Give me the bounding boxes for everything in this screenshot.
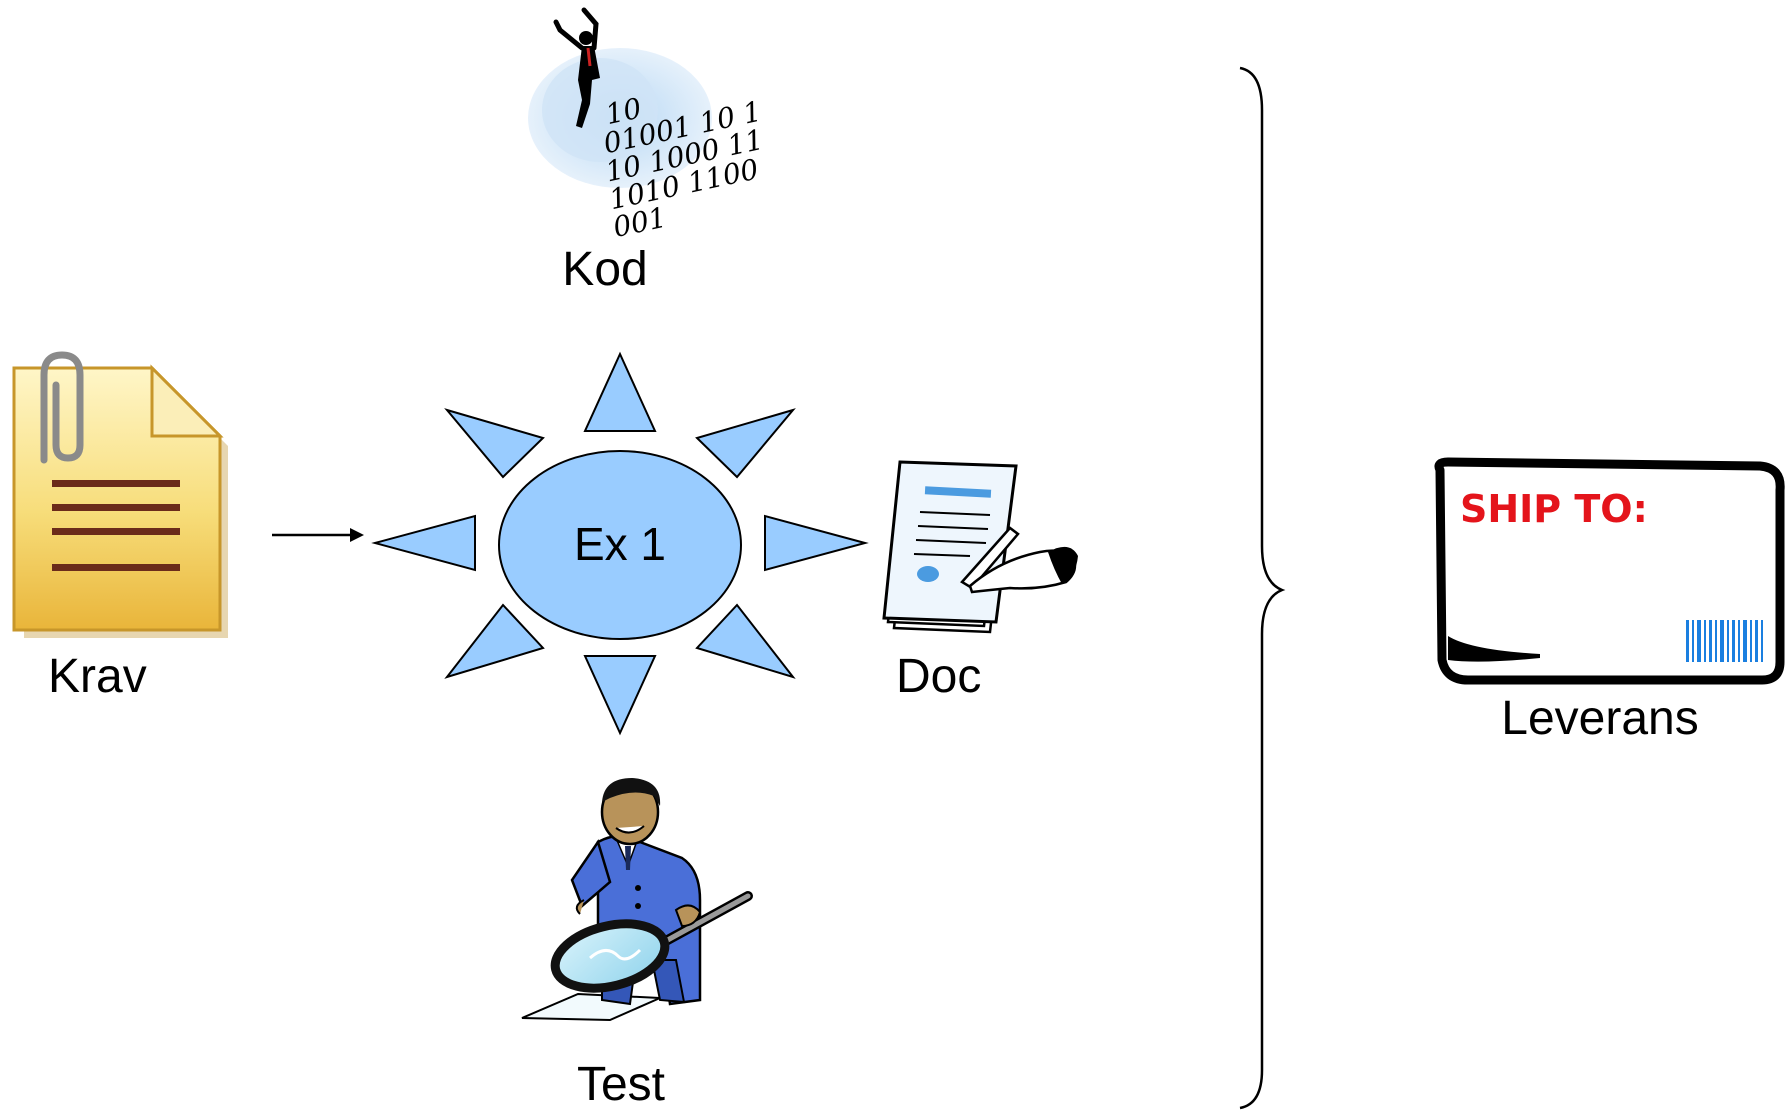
pen-icon bbox=[960, 526, 1020, 590]
ship-to-label: SHIP TO: bbox=[1460, 487, 1648, 531]
paperclip-icon bbox=[40, 351, 84, 464]
input-arrow bbox=[272, 528, 364, 542]
test-label: Test bbox=[577, 1058, 665, 1111]
shipping-label-icon: SHIP TO: bbox=[1434, 457, 1785, 685]
sun-ray-bottom bbox=[583, 655, 657, 736]
requirements-label: Krav bbox=[48, 650, 147, 703]
code-label: Kod bbox=[562, 243, 647, 296]
center-label: Ex 1 bbox=[574, 518, 666, 570]
center-ellipse bbox=[498, 450, 742, 640]
sun-ray-top-right bbox=[695, 408, 796, 479]
iteration-sun bbox=[371, 351, 869, 736]
magnifier-icon bbox=[550, 919, 670, 993]
sun-ray-top bbox=[583, 351, 657, 432]
sun-ray-top-left bbox=[444, 408, 545, 479]
delivery-label: Leverans bbox=[1501, 692, 1698, 745]
code-binary-icon: 10 01001 10 1 10 1000 11 1010 1100 001 bbox=[528, 7, 766, 244]
tester-figure-icon bbox=[521, 778, 753, 1022]
grouping-brace bbox=[1239, 66, 1286, 1110]
documentation-label: Doc bbox=[896, 650, 981, 703]
programmer-figure-icon bbox=[553, 7, 600, 128]
document-signing-icon bbox=[882, 460, 1078, 634]
sun-ray-bottom-right bbox=[695, 603, 796, 679]
sun-ray-right bbox=[764, 514, 869, 572]
sun-ray-left bbox=[371, 514, 476, 572]
requirements-document-icon bbox=[12, 351, 228, 638]
binary-line-1: 10 bbox=[603, 91, 645, 131]
sun-ray-bottom-left bbox=[444, 603, 545, 679]
barcode-icon bbox=[1686, 620, 1763, 662]
